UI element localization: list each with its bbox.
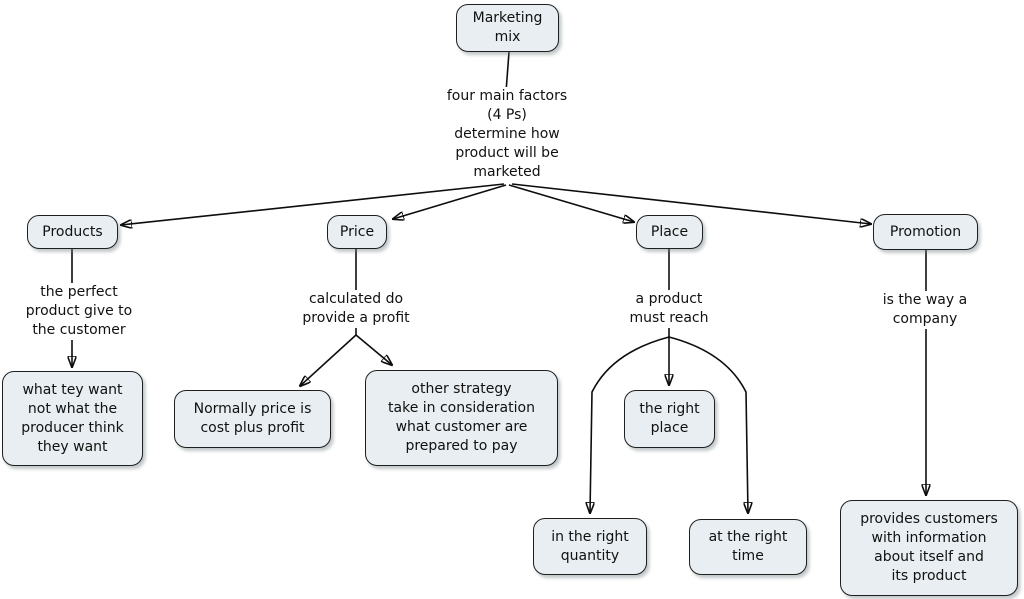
arrow-price-to-otherstrategy bbox=[355, 334, 392, 365]
node-products[interactable]: Products bbox=[27, 215, 118, 249]
node-price[interactable]: Price bbox=[327, 215, 387, 249]
arrow-phrase-to-price bbox=[393, 184, 507, 219]
arrow-phrase-to-products bbox=[121, 183, 505, 225]
link-marketingmix-to-phrase bbox=[505, 51, 510, 93]
phrase-a-product-must-reach[interactable]: a product must reach bbox=[609, 290, 729, 328]
arrow-phrase-to-promotion bbox=[511, 183, 871, 224]
phrase-is-the-way-a-company[interactable]: is the way a company bbox=[865, 291, 985, 329]
arrow-place-to-quantity bbox=[590, 336, 670, 513]
arrow-phrase-to-place bbox=[508, 184, 634, 222]
node-marketing-mix[interactable]: Marketing mix bbox=[456, 4, 559, 52]
node-the-right-place[interactable]: the right place bbox=[624, 390, 715, 448]
phrase-calculated-do-provide[interactable]: calculated do provide a profit bbox=[281, 290, 431, 328]
node-at-the-right-time[interactable]: at the right time bbox=[689, 519, 807, 575]
node-other-strategy[interactable]: other strategy take in consideration wha… bbox=[365, 370, 558, 466]
arrow-price-to-normally bbox=[300, 334, 357, 386]
arrow-place-to-time bbox=[668, 336, 748, 513]
node-what-they-want[interactable]: what tey want not what the producer thin… bbox=[2, 371, 143, 466]
node-place[interactable]: Place bbox=[636, 215, 703, 249]
node-promotion[interactable]: Promotion bbox=[873, 214, 978, 250]
phrase-the-perfect-product[interactable]: the perfect product give to the customer bbox=[9, 283, 149, 340]
node-provides-customers[interactable]: provides customers with information abou… bbox=[840, 500, 1018, 596]
node-normally-price[interactable]: Normally price is cost plus profit bbox=[174, 390, 331, 448]
node-in-the-right-quantity[interactable]: in the right quantity bbox=[533, 518, 647, 575]
phrase-four-main-factors[interactable]: four main factors (4 Ps) determine how p… bbox=[417, 87, 597, 182]
